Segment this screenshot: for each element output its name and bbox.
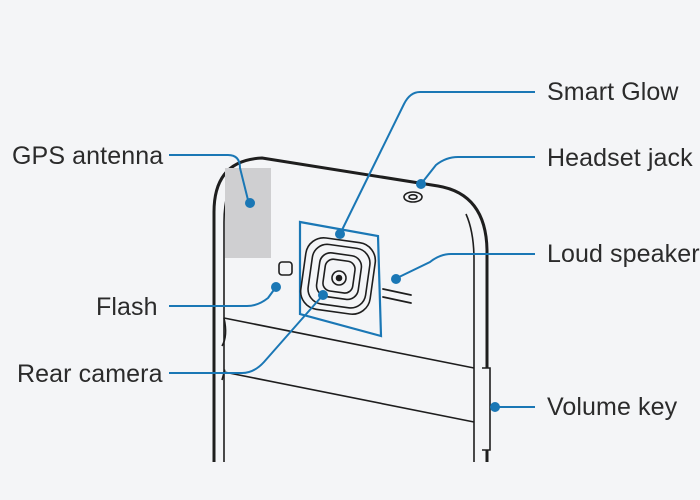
callout-smart-glow bbox=[340, 91, 535, 233]
volume-key-shape bbox=[482, 367, 491, 451]
headset-jack-shape bbox=[403, 191, 423, 203]
panel-divider-2 bbox=[223, 371, 475, 423]
label-gps-antenna: GPS antenna bbox=[12, 142, 164, 170]
panel-curve-2 bbox=[221, 369, 226, 381]
callout-gps-antenna bbox=[169, 154, 249, 201]
dot-rear-camera bbox=[318, 290, 328, 300]
flash-shape bbox=[278, 261, 293, 276]
rear-camera-shape bbox=[299, 237, 377, 315]
callout-dots bbox=[245, 179, 500, 412]
callout-rear-camera bbox=[169, 294, 324, 374]
panel-edge-right bbox=[465, 213, 475, 462]
label-volume-key: Volume key bbox=[547, 393, 678, 421]
callout-flash bbox=[169, 286, 277, 307]
callout-headset-jack bbox=[420, 156, 535, 185]
label-flash: Flash bbox=[96, 293, 158, 321]
dot-smart-glow bbox=[335, 229, 345, 239]
label-rear-camera: Rear camera bbox=[17, 360, 163, 388]
dot-headset-jack bbox=[416, 179, 426, 189]
label-smart-glow: Smart Glow bbox=[547, 78, 679, 106]
callout-lines bbox=[169, 91, 535, 408]
phone-body bbox=[212, 156, 489, 462]
gps-antenna-area bbox=[225, 168, 271, 258]
panel-curve-1 bbox=[221, 317, 227, 347]
loud-speaker-shape bbox=[382, 288, 412, 304]
smart-glow-frame bbox=[298, 220, 383, 338]
label-headset-jack: Headset jack bbox=[547, 144, 693, 172]
dot-gps-antenna bbox=[245, 198, 255, 208]
callout-loud-speaker bbox=[396, 253, 535, 279]
dot-flash bbox=[271, 282, 281, 292]
label-loud-speaker: Loud speaker bbox=[547, 240, 700, 268]
phone-outline bbox=[212, 156, 489, 462]
dot-volume-key bbox=[490, 402, 500, 412]
dot-loud-speaker bbox=[391, 274, 401, 284]
panel-divider-1 bbox=[223, 317, 475, 369]
